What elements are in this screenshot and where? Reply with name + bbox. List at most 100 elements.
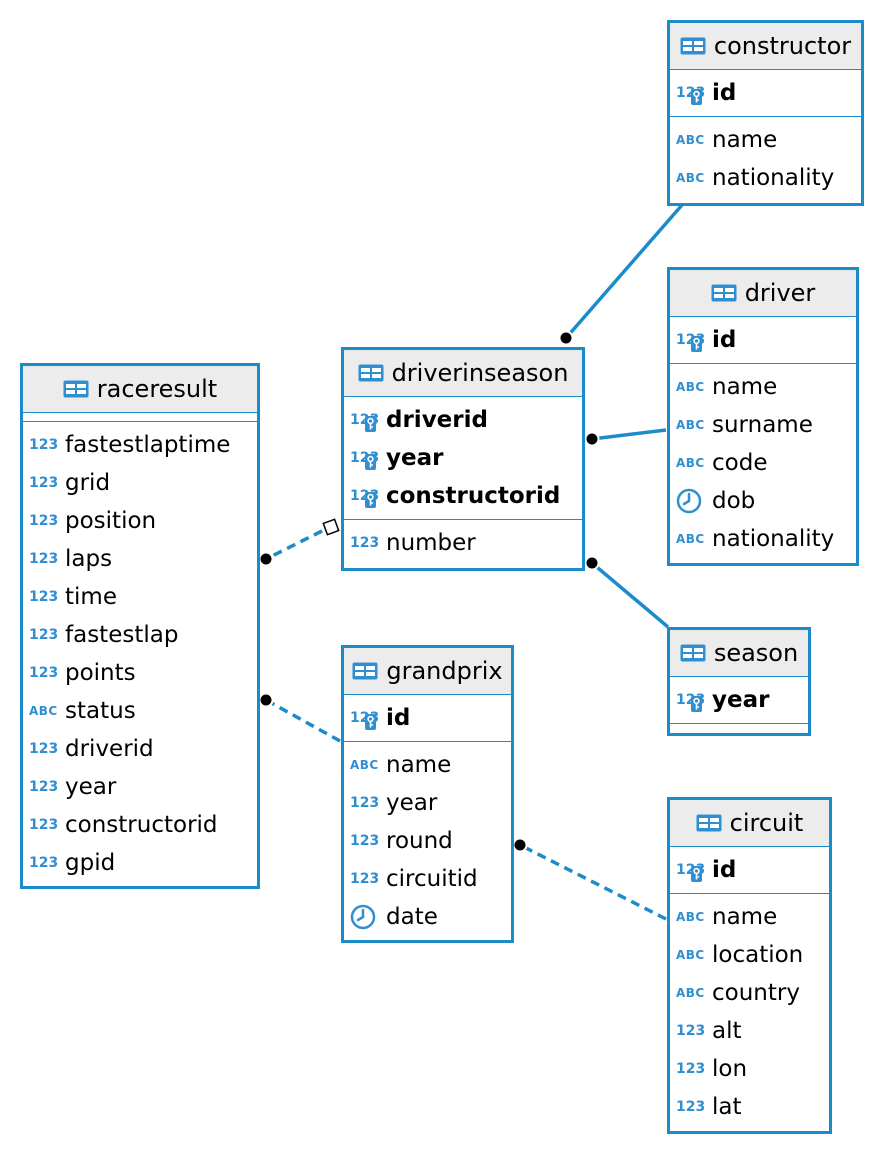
text-type-label: ABC — [676, 456, 705, 470]
entity-header[interactable]: circuit — [670, 800, 829, 847]
column-name: date — [386, 904, 438, 930]
entity-header[interactable]: constructor — [670, 23, 861, 70]
column-row[interactable]: date — [344, 898, 511, 936]
column-name: surname — [712, 412, 813, 438]
column-row[interactable]: ABC nationality — [670, 159, 861, 197]
numeric-type-icon: 123 — [676, 1023, 712, 1039]
text-type-icon: ABC — [676, 456, 712, 470]
rel-grandprix-raceresult — [265, 698, 341, 743]
column-name: gpid — [65, 850, 116, 876]
rel-driverinseason-raceresult — [265, 529, 323, 561]
text-type-label: ABC — [676, 171, 705, 185]
numeric-type-icon: 123 — [29, 589, 65, 605]
column-name: points — [65, 660, 136, 686]
column-name: name — [386, 752, 452, 778]
column-name: status — [65, 698, 136, 724]
text-type-icon: ABC — [676, 948, 712, 962]
rel-end-dot — [512, 837, 528, 853]
numeric-type-icon: 123 — [350, 488, 386, 508]
column-name: id — [386, 705, 411, 731]
text-type-label: ABC — [676, 948, 705, 962]
numeric-type-icon: 123 — [350, 412, 386, 432]
entity-header[interactable]: raceresult — [23, 366, 257, 413]
datetime-type-icon — [350, 904, 386, 930]
entity-title: driver — [744, 279, 816, 307]
numeric-type-icon: 123 — [29, 779, 65, 795]
numeric-type-label: 123 — [29, 513, 59, 529]
text-type-label: ABC — [29, 704, 58, 718]
entity-title: season — [713, 639, 799, 667]
numeric-type-label: 123 — [676, 1099, 706, 1115]
rel-driver-driverinseason — [591, 428, 667, 441]
entity-title: grandprix — [386, 657, 503, 685]
column-name: dob — [712, 488, 756, 514]
key-icon — [365, 416, 376, 432]
numeric-type-icon: 123 — [676, 85, 712, 105]
column-name: nationality — [712, 165, 835, 191]
numeric-type-icon: 123 — [29, 475, 65, 491]
table-icon — [63, 380, 89, 398]
columns-section — [670, 724, 808, 732]
column-row[interactable]: dob — [670, 482, 856, 520]
rel-end-dot — [258, 551, 274, 567]
numeric-type-icon: 123 — [29, 665, 65, 681]
table-icon — [358, 364, 384, 382]
key-icon — [365, 714, 376, 730]
column-row[interactable]: 123 position — [23, 502, 257, 540]
column-row[interactable]: ABC status — [23, 692, 257, 730]
text-type-label: ABC — [676, 910, 705, 924]
key-icon — [691, 866, 702, 882]
entity-header[interactable]: driver — [670, 270, 856, 317]
entity-header[interactable]: driverinseason — [344, 350, 582, 397]
entity-header[interactable]: grandprix — [344, 648, 511, 695]
entity-title: driverinseason — [391, 359, 569, 387]
column-name: name — [712, 374, 778, 400]
column-name: position — [65, 508, 157, 534]
entity-header[interactable]: season — [670, 630, 808, 677]
